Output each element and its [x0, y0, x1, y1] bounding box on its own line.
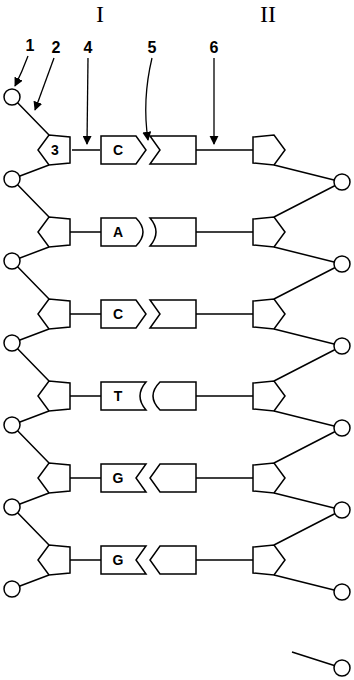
callout-number: 4	[84, 40, 93, 56]
phosphate-circle	[4, 335, 20, 351]
base-box-outline	[100, 299, 148, 329]
sugar-pentagon	[38, 463, 70, 493]
phosphate-circle	[334, 502, 350, 518]
sugar-pentagon	[38, 217, 70, 247]
callout-arrow	[146, 58, 152, 140]
base-box: T	[100, 381, 148, 411]
phosphate-circles	[4, 89, 350, 676]
base-letter: G	[113, 553, 124, 567]
base-box-shape	[101, 218, 143, 246]
base-box: A	[100, 217, 148, 247]
base-box-shape	[101, 382, 146, 410]
sugar-pentagon	[38, 381, 70, 411]
base-letter: T	[114, 389, 123, 403]
base-box-outline	[100, 463, 148, 493]
sugar-pentagon	[38, 545, 70, 575]
sugar-pentagon	[253, 299, 285, 329]
base-box: C	[100, 299, 148, 329]
base-letter: C	[113, 143, 123, 157]
base-box-outline	[100, 381, 148, 411]
phosphate-circle	[334, 420, 350, 436]
phosphate-circle	[334, 584, 350, 600]
base-box: G	[100, 545, 148, 575]
base-box: G	[100, 463, 148, 493]
callout-number: 5	[148, 40, 157, 56]
backbone-line	[274, 165, 342, 668]
phosphate-circle	[4, 499, 20, 515]
backbone-lines	[12, 97, 342, 668]
base-box-outline	[100, 217, 148, 247]
base-box	[150, 300, 196, 328]
base-box	[153, 382, 196, 410]
base-box	[150, 136, 196, 164]
callout-number: 1	[26, 38, 35, 54]
callout-arrow	[213, 58, 214, 144]
sugar-pentagon	[38, 299, 70, 329]
sugar-pentagon	[253, 217, 285, 247]
callout-number: 2	[52, 40, 61, 56]
base-box-shape	[101, 300, 146, 328]
base-box	[150, 546, 196, 574]
callout-arrow	[35, 58, 54, 110]
sugar-base-line	[196, 150, 253, 560]
callout-arrow	[87, 58, 88, 144]
base-letter: A	[113, 225, 123, 239]
callout-number: 6	[210, 40, 219, 56]
sugar-pentagon: 3	[38, 135, 72, 165]
base-box	[150, 464, 196, 492]
sugar-base-line	[70, 232, 101, 560]
base-box-shape	[101, 464, 146, 492]
base-box	[150, 218, 196, 246]
phosphate-circle	[4, 171, 20, 187]
callout-arrow	[15, 56, 28, 86]
base-box: C	[100, 135, 148, 165]
complement-bases	[150, 136, 196, 574]
phosphate-circle	[334, 338, 350, 354]
sugar-pentagon	[253, 545, 285, 575]
phosphate-circle	[334, 660, 350, 676]
sugar-base-line	[72, 149, 100, 151]
sugar-pentagon	[253, 381, 285, 411]
base-box-shape	[101, 136, 146, 164]
sugar-pentagon-shape	[38, 135, 70, 165]
sugar-pentagon	[253, 463, 285, 493]
phosphate-circle	[4, 417, 20, 433]
phosphate-circle	[4, 253, 20, 269]
base-box-outline	[100, 135, 148, 165]
base-box-outline	[100, 545, 148, 575]
callout-number: 3	[51, 143, 59, 157]
callout-arrows	[15, 56, 214, 144]
base-letter: G	[113, 471, 124, 485]
sugar-pentagons	[38, 135, 285, 575]
base-letter: C	[113, 307, 123, 321]
phosphate-circle	[334, 174, 350, 190]
base-box-shape	[101, 546, 146, 574]
sugar-pentagon	[253, 135, 285, 165]
phosphate-circle	[4, 581, 20, 597]
strand-label: I	[96, 2, 104, 26]
strand-label: II	[260, 2, 276, 26]
phosphate-circle	[4, 89, 20, 105]
phosphate-circle	[334, 256, 350, 272]
